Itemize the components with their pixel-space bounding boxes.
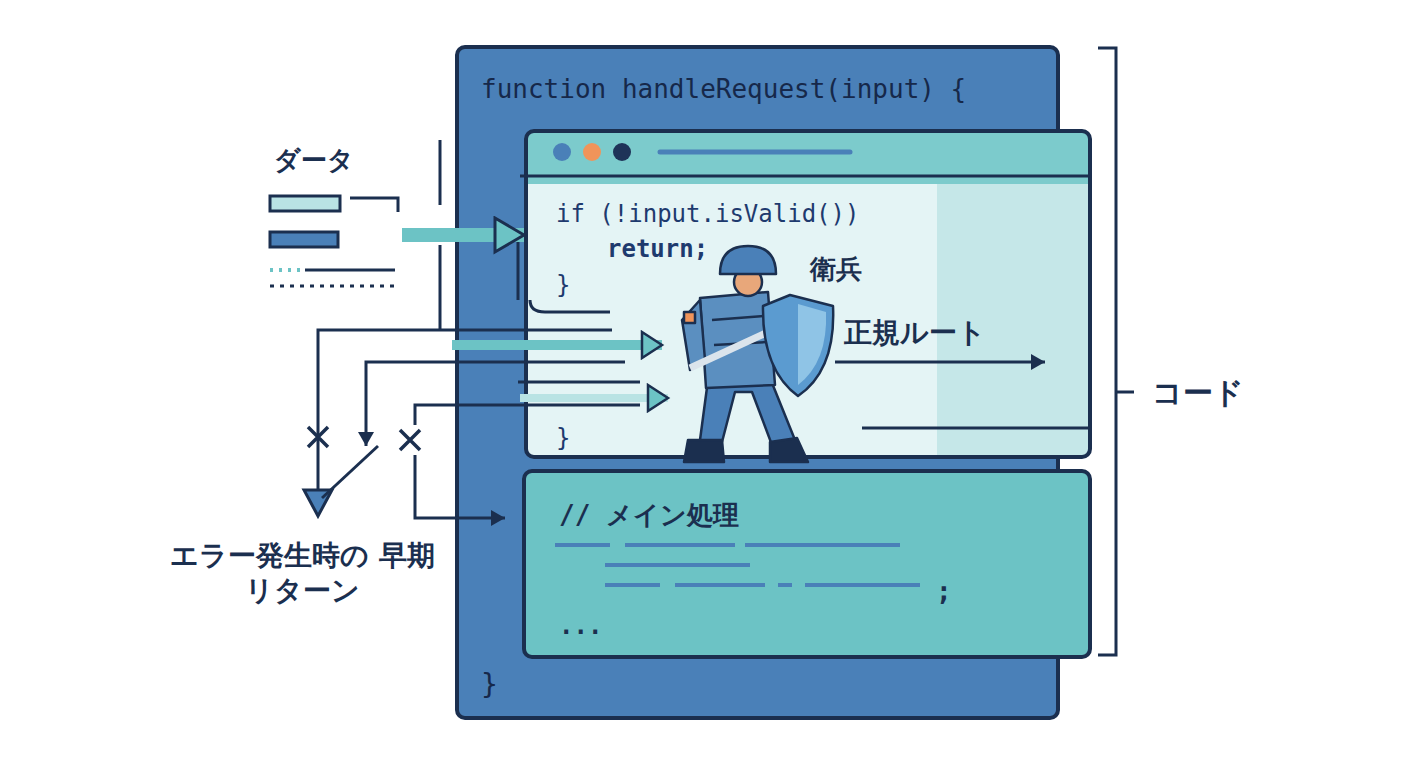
guard-label: 衛兵: [810, 255, 862, 285]
data-bracket: [350, 198, 398, 212]
data-line: [305, 269, 395, 272]
divider-line: [439, 245, 442, 330]
route-label: 正規ルート: [844, 317, 986, 349]
ellipsis: ...: [559, 613, 602, 641]
guard-window: if (!input.isValid()) return;} 衛兵正規ルート}: [524, 129, 1092, 459]
reject-cross: [308, 427, 328, 447]
code-block: function handleRequest(input) {} if (!inp…: [455, 45, 1060, 720]
main-process-box: // メイン処理;...: [522, 469, 1092, 659]
code-bracket: [1098, 48, 1116, 655]
data-row: [270, 196, 340, 211]
data-row: [270, 232, 338, 247]
return-statement: return;: [607, 236, 708, 264]
reject-cross: [400, 430, 420, 450]
code-label: コード: [1152, 374, 1312, 412]
data-dots: [270, 268, 300, 272]
function-signature: function handleRequest(input) {: [481, 75, 966, 105]
data-dots: [270, 285, 395, 288]
early-return-label: エラー発生時の 早期リターン: [165, 538, 440, 608]
data-label: ダータ: [274, 146, 354, 176]
closing-brace: }: [556, 272, 570, 300]
divider-line: [439, 140, 442, 205]
semicolon: ;: [936, 577, 952, 607]
main-comment: // メイン処理: [559, 501, 739, 531]
reject-path: [322, 446, 378, 498]
return-arrowhead: [304, 490, 332, 516]
bracket-tick: [1116, 391, 1134, 394]
closing-brace: }: [481, 669, 498, 701]
closing-brace: }: [556, 425, 570, 453]
data-source: ダータ: [262, 140, 407, 295]
guard-condition: if (!input.isValid()): [556, 201, 859, 229]
